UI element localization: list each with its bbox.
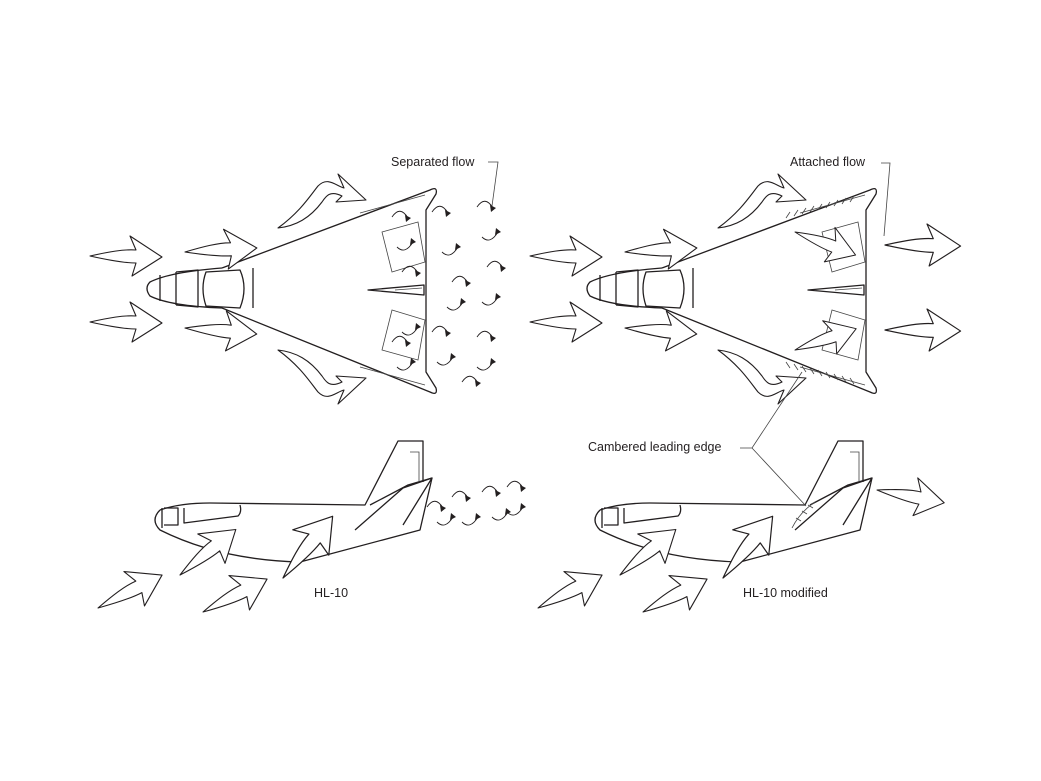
vortex-arrowhead-icon: [460, 298, 466, 305]
hl10-modified-caption: HL-10 modified: [743, 586, 828, 600]
separated-flow-vortices: [391, 200, 526, 526]
vortex-arrowhead-icon: [455, 243, 461, 250]
hl10-side-view: [88, 440, 433, 631]
attached-flow-arrows: [529, 173, 962, 405]
vortex-arrowhead-icon: [490, 335, 496, 342]
vortex-arrowhead-icon: [410, 358, 416, 365]
cambered-edge-leader: [740, 371, 807, 507]
vortex-arrowhead-icon: [505, 508, 511, 515]
separated-flow-leader: [488, 161, 499, 207]
vortex-arrowhead-icon: [490, 358, 496, 365]
vortex-arrowhead-icon: [450, 353, 456, 360]
attached-flow-label: Attached flow: [790, 155, 866, 169]
vortex-arrowhead-icon: [475, 513, 481, 520]
vortex-arrowhead-icon: [475, 380, 481, 387]
vortex-arrowhead-icon: [440, 505, 446, 512]
incoming-flow-arrows-left: [89, 173, 367, 405]
vortex-arrowhead-icon: [410, 238, 416, 245]
vortex-arrowhead-icon: [405, 215, 411, 222]
hl10-modified-top-view: [586, 188, 878, 394]
vortex-arrowhead-icon: [520, 485, 526, 492]
cambered-leading-edge-label: Cambered leading edge: [588, 440, 722, 454]
vortex-arrowhead-icon: [405, 340, 411, 347]
vortex-arrowhead-icon: [450, 513, 456, 520]
vortex-arrowhead-icon: [495, 293, 501, 300]
vortex-arrowhead-icon: [520, 503, 526, 510]
vortex-arrowhead-icon: [445, 210, 451, 217]
vortex-arrowhead-icon: [415, 323, 421, 330]
vortex-arrowhead-icon: [495, 228, 501, 235]
hl10-caption: HL-10: [314, 586, 349, 600]
vortex-arrowhead-icon: [495, 490, 501, 497]
separated-flow-label: Separated flow: [391, 155, 475, 169]
attached-flow-leader: [881, 162, 891, 237]
vortex-arrowhead-icon: [500, 265, 506, 272]
vortex-arrowhead-icon: [465, 495, 471, 502]
vortex-arrowhead-icon: [465, 280, 471, 287]
vortex-arrowhead-icon: [415, 270, 421, 277]
vortex-arrowhead-icon: [490, 205, 496, 212]
hl10-modified-side-view: [528, 440, 949, 631]
vortex-arrowhead-icon: [445, 330, 451, 337]
